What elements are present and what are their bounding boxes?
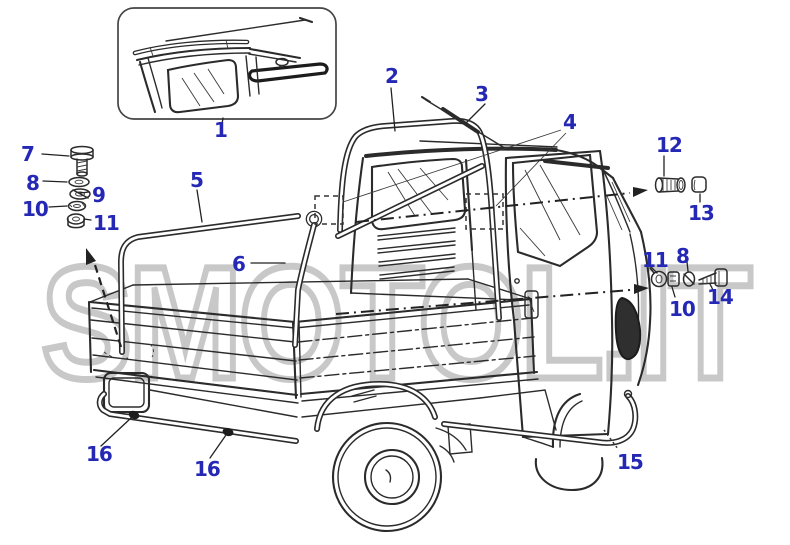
leader-lines xyxy=(41,87,714,459)
truck-line-art xyxy=(86,95,652,533)
bumper-bolt-16-left xyxy=(128,410,140,420)
rear-wheel xyxy=(317,384,467,533)
inset-bracket-arm xyxy=(247,62,329,83)
mount-square-left xyxy=(314,195,344,225)
inset-detail-box xyxy=(117,7,337,120)
fastener-group-12-13 xyxy=(654,176,707,193)
bumper-bolt-16-middle xyxy=(222,427,234,437)
direction-arrows xyxy=(86,187,649,351)
arrow-to-14 xyxy=(634,284,649,294)
fastener-group-right xyxy=(649,267,728,288)
mount-square-right xyxy=(465,193,504,230)
rear-bumper-bar xyxy=(100,389,636,443)
arrow-to-12 xyxy=(633,187,648,197)
fastener-stack-left xyxy=(66,145,94,229)
arrow-up-left xyxy=(86,248,96,265)
front-fender-shape xyxy=(614,296,642,361)
door-handle xyxy=(524,290,539,319)
roof-rod xyxy=(420,95,509,151)
bed-guard-bar xyxy=(103,210,323,359)
